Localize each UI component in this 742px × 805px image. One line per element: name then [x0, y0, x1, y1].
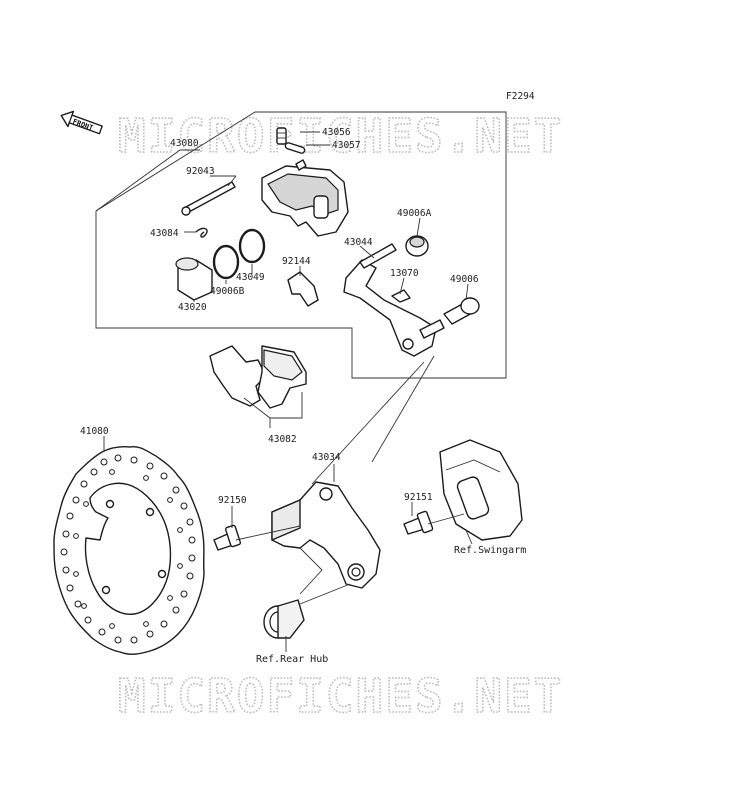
bolt-92150	[213, 524, 242, 551]
brake-pads-43082	[209, 345, 307, 409]
watermark-bottom: MICROFICHES.NET	[118, 669, 563, 723]
clip-13070	[391, 289, 411, 303]
label-49006b: 49006B	[210, 286, 245, 297]
label-43020: 43020	[178, 302, 207, 313]
watermark-top: MICROFICHES.NET	[118, 109, 563, 163]
disc-holes	[60, 454, 196, 644]
front-label: FRONT	[72, 118, 95, 133]
seal-43049	[238, 228, 266, 264]
label-92144: 92144	[282, 256, 311, 267]
label-43080: 43080	[170, 138, 199, 149]
label-49006: 49006	[450, 274, 479, 285]
seal-49006b	[212, 244, 240, 280]
label-92150: 92150	[218, 495, 247, 506]
clip-43084	[195, 227, 208, 238]
mount-bracket-43034	[271, 481, 381, 589]
bleed-cap-43057	[284, 142, 306, 154]
bleed-valve-43056	[276, 127, 287, 145]
front-arrow-badge: FRONT	[60, 110, 103, 135]
label-43084: 43084	[150, 228, 179, 239]
swingarm-plate	[439, 439, 523, 541]
caliper-body-43080	[261, 159, 349, 237]
piston-43020	[175, 257, 213, 301]
leader-lines	[95, 131, 473, 652]
bolt-49006	[443, 297, 480, 325]
caliper-pin-92043	[181, 181, 236, 216]
label-13070: 13070	[390, 268, 419, 279]
label-43082: 43082	[268, 434, 297, 445]
rear-hub-collar	[263, 599, 305, 639]
label-92151: 92151	[404, 492, 433, 503]
caliper-bracket-43044	[343, 243, 445, 357]
label-43056: 43056	[322, 127, 351, 138]
bushing-49006a	[405, 235, 429, 257]
label-43034: 43034	[312, 452, 341, 463]
brake-disc-41080	[53, 445, 205, 655]
caliper-assembly-boundary	[95, 111, 507, 379]
label-43044: 43044	[344, 237, 373, 248]
pad-spring-92144	[287, 271, 319, 307]
figure-code: F2294	[506, 91, 535, 102]
label-43049: 43049	[236, 272, 265, 283]
ref-swingarm-label: Ref.Swingarm	[454, 545, 526, 556]
bolt-92151	[403, 510, 434, 535]
label-43057: 43057	[332, 140, 361, 151]
label-92043: 92043	[186, 166, 215, 177]
ref-rear-hub-label: Ref.Rear Hub	[256, 654, 328, 665]
label-41080: 41080	[80, 426, 109, 437]
label-49006a: 49006A	[397, 208, 432, 219]
